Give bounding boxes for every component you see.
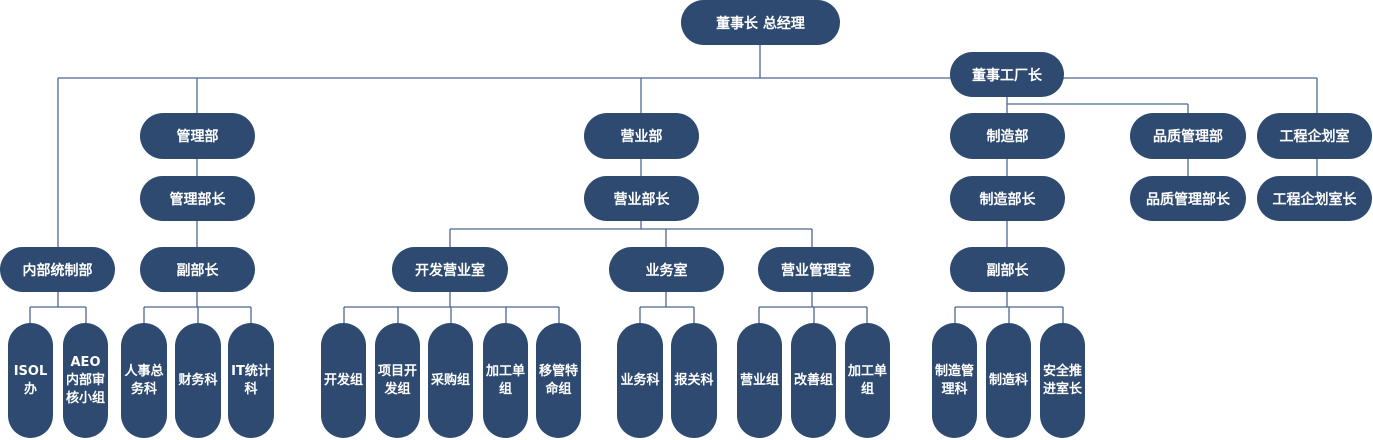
node-manufacturing-deputy: 副部长 — [950, 247, 1065, 292]
node-manufacturing-head: 制造部长 — [950, 176, 1065, 221]
node-sales-dev-office: 开发营业室 — [392, 247, 508, 292]
node-quality-dept: 品质管理部 — [1130, 113, 1246, 159]
leaf-dev-group: 开发组 — [321, 323, 366, 438]
node-engineering-head: 工程企划室长 — [1257, 176, 1372, 221]
leaf-aeo-audit-team: AEO内部审核小组 — [63, 323, 108, 438]
node-management-head: 管理部长 — [140, 176, 255, 221]
node-management-deputy: 副部长 — [140, 247, 255, 292]
node-quality-head: 品质管理部长 — [1130, 176, 1246, 221]
leaf-purchasing-group: 采购组 — [428, 323, 473, 438]
leaf-hr-general: 人事总务科 — [121, 323, 167, 438]
node-internal-control: 内部统制部 — [0, 247, 115, 292]
leaf-customs-section: 报关科 — [671, 323, 717, 438]
node-engineering-office: 工程企划室 — [1257, 113, 1372, 159]
leaf-processing-order-group-2: 加工单组 — [845, 323, 890, 438]
leaf-sales-group: 营业组 — [737, 323, 782, 438]
leaf-isol-office: ISOL办 — [8, 323, 53, 438]
leaf-improvement-group: 改善组 — [791, 323, 836, 438]
node-business-office: 业务室 — [609, 247, 724, 292]
leaf-project-dev-group: 项目开发组 — [375, 323, 420, 438]
node-plant-head: 董事工厂长 — [950, 52, 1064, 97]
leaf-transfer-special-group: 移管特命组 — [536, 323, 581, 438]
node-manufacturing-dept: 制造部 — [950, 113, 1065, 159]
leaf-mfg-management: 制造管理科 — [932, 323, 977, 438]
node-management-dept: 管理部 — [140, 113, 255, 159]
leaf-it-statistics: IT统计科 — [228, 323, 274, 438]
node-sales-mgmt-office: 营业管理室 — [758, 247, 874, 292]
node-sales-dept: 营业部 — [584, 113, 699, 159]
leaf-safety-promotion: 安全推进室长 — [1040, 323, 1085, 438]
leaf-finance: 财务科 — [175, 323, 221, 438]
node-sales-head: 营业部长 — [584, 176, 699, 221]
node-chairman-gm: 董事长 总经理 — [681, 0, 840, 45]
leaf-processing-order-group-1: 加工单组 — [483, 323, 528, 438]
leaf-business-section: 业务科 — [617, 323, 663, 438]
leaf-mfg-section: 制造科 — [986, 323, 1031, 438]
